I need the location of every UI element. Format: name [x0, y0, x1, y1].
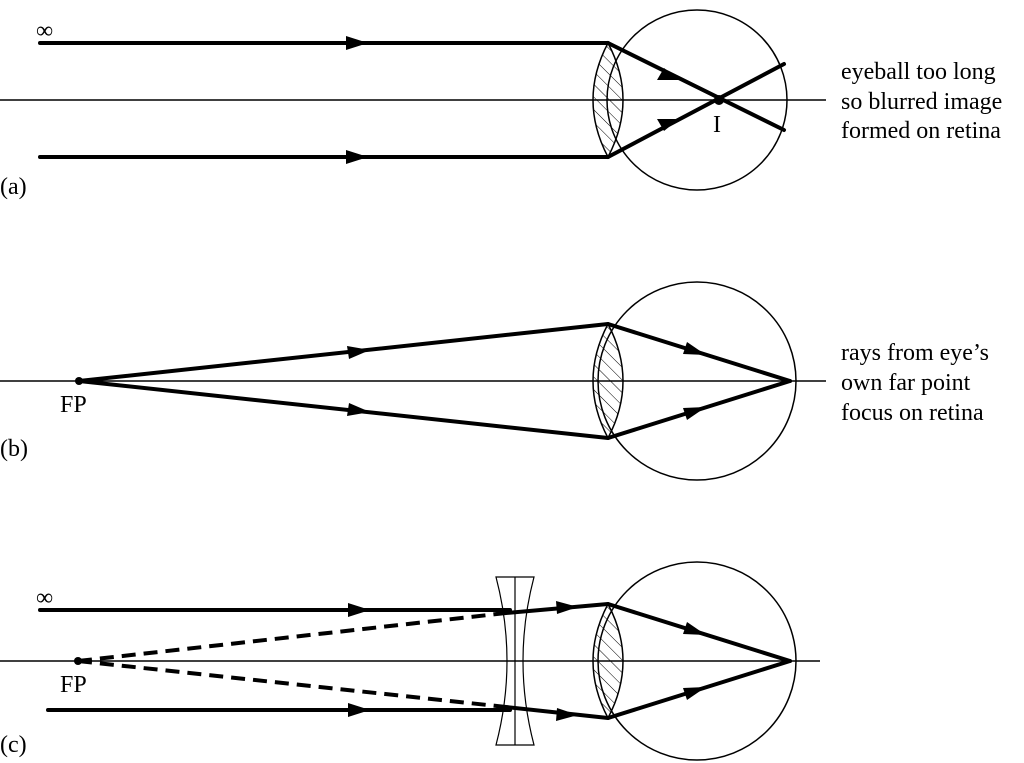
- virtual-ray-bottom: [77, 659, 507, 709]
- virtual-ray-top: [77, 611, 507, 663]
- infinity-symbol: ∞: [36, 585, 53, 611]
- infinity-symbol: ∞: [36, 18, 53, 44]
- arrowhead: [556, 708, 578, 721]
- note-line: focus on retina: [841, 400, 984, 426]
- image-point: [714, 95, 724, 105]
- panel-c: ∞ FP (c): [0, 561, 820, 761]
- corrective-lens: [495, 576, 535, 746]
- panel-b: FP (b) rays from eye’s own far point foc…: [0, 281, 989, 481]
- arrowhead: [683, 342, 706, 355]
- arrowhead: [346, 150, 368, 164]
- far-point-label: FP: [60, 672, 87, 698]
- note-line: rays from eye’s: [841, 340, 989, 366]
- ray-to-lens-bottom: [77, 379, 610, 440]
- refracted-ray-bottom: [606, 62, 786, 159]
- note-line: eyeball too long: [841, 59, 996, 85]
- note-line: so blurred image: [841, 89, 1002, 115]
- image-label: I: [713, 112, 721, 138]
- arrowhead: [657, 119, 679, 131]
- eye-lens: [592, 322, 624, 440]
- arrowhead: [657, 68, 679, 80]
- far-point-label: FP: [60, 392, 87, 418]
- panel-tag: (b): [0, 436, 28, 462]
- eye-lens: [592, 41, 624, 159]
- arrowhead: [348, 703, 370, 717]
- panel-tag: (c): [0, 732, 27, 758]
- note-line: formed on retina: [841, 118, 1001, 144]
- arrowhead: [348, 603, 370, 617]
- ray-to-lens-top: [77, 322, 610, 383]
- note-line: own far point: [841, 370, 971, 396]
- arrowhead: [346, 36, 368, 50]
- panel-a: ∞ I (a) eyeball too long so blurred imag…: [0, 9, 1002, 200]
- arrowhead: [347, 346, 370, 359]
- arrowhead: [683, 687, 706, 700]
- arrowhead: [683, 407, 706, 420]
- arrowhead: [556, 601, 578, 614]
- refracted-ray-top: [606, 41, 786, 132]
- eye-lens: [592, 602, 624, 720]
- panel-tag: (a): [0, 174, 27, 200]
- arrowhead: [683, 622, 706, 635]
- arrowhead: [347, 403, 370, 416]
